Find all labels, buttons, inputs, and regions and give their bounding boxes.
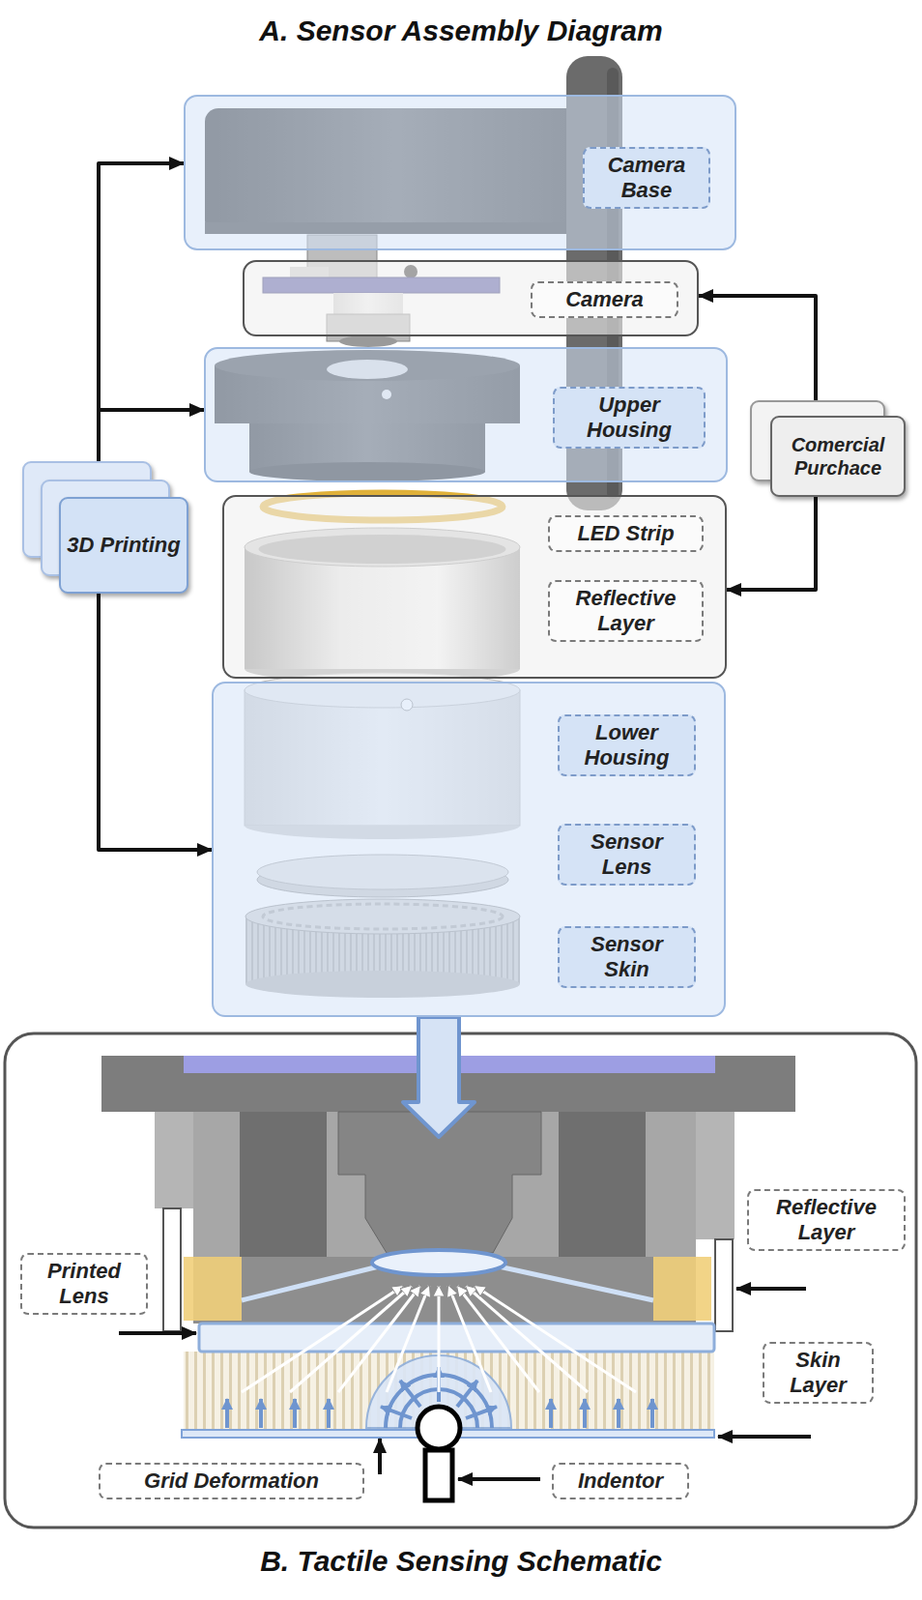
part-label: Camera — [530, 281, 679, 318]
sensor-cross-section — [239, 1111, 327, 1257]
light-path-arrows — [474, 1285, 636, 1392]
leader-arrow — [458, 1476, 541, 1481]
flow-arrow — [403, 1016, 475, 1137]
sensor-cross-section — [241, 1266, 379, 1300]
callout-text: Printed Lens — [28, 1258, 141, 1310]
leader-arrow — [118, 1330, 197, 1335]
callout-text: Skin Layer — [770, 1347, 866, 1399]
leader-arrow — [377, 1438, 382, 1474]
card-face — [770, 415, 906, 497]
light-path-arrows — [241, 1285, 636, 1392]
callout-label: Grid Deformation — [98, 1462, 365, 1499]
sensor-cross-section — [154, 1111, 194, 1209]
callout-text: Grid Deformation — [106, 1468, 357, 1494]
part-label: LED Strip — [547, 515, 704, 552]
connector-arrow — [98, 593, 212, 850]
light-path-arrows — [386, 1285, 430, 1392]
sensor-cross-section — [498, 1266, 654, 1300]
part-group: Upper Housing — [203, 346, 728, 483]
sensor-cross-section — [199, 1323, 715, 1352]
part-label: Camera Base — [582, 146, 711, 210]
deformation-field — [380, 1406, 412, 1418]
light-path-arrows — [465, 1285, 588, 1392]
card-label: Comercial Purchace — [770, 432, 906, 480]
card-label: 3D Printing — [60, 532, 186, 558]
part-group: Lower HousingSensor LensSensor Skin — [211, 681, 726, 1017]
part-label: Lower Housing — [557, 714, 696, 778]
callout-label: Indentor — [551, 1462, 690, 1499]
sensor-cross-section — [163, 1208, 181, 1331]
leader-arrow — [736, 1286, 807, 1291]
deformation-field — [548, 1398, 553, 1428]
deformation-field — [326, 1398, 331, 1428]
deformation-field — [650, 1398, 655, 1428]
part-label: Reflective Layer — [547, 579, 704, 643]
connector-arrow — [98, 163, 184, 497]
light-path-arrows — [437, 1285, 441, 1392]
part-group: LED StripReflective Layer — [222, 494, 727, 679]
deformation-field — [457, 1380, 478, 1407]
indentor-symbol — [425, 1449, 453, 1500]
camera-render — [339, 335, 398, 347]
figure-title: A. Sensor Assembly Diagram — [0, 13, 922, 49]
deformation-field — [292, 1398, 297, 1428]
callout-label: Reflective Layer — [747, 1188, 906, 1252]
callout-text: Reflective Layer — [754, 1194, 898, 1246]
part-label: Sensor Skin — [557, 925, 696, 989]
indentor-symbol — [417, 1406, 461, 1449]
sensor-cross-section — [558, 1111, 646, 1257]
sensor-cross-section — [695, 1111, 735, 1239]
indentor-symbol — [417, 1406, 461, 1500]
deformation-field — [616, 1398, 621, 1428]
sensor-cross-section — [372, 1249, 506, 1275]
part-group: Camera Base — [183, 94, 737, 251]
source-card: 3D Printing — [58, 496, 189, 594]
deformation-field — [259, 1398, 263, 1428]
deformation-field — [465, 1406, 497, 1418]
deformation-field — [582, 1398, 587, 1428]
deformation-field — [225, 1398, 230, 1428]
part-group: Camera — [242, 259, 699, 337]
figure-caption: B. Tactile Sensing Schematic — [0, 1543, 922, 1579]
sensor-cross-section — [183, 1256, 242, 1321]
part-label: Sensor Lens — [557, 823, 696, 887]
callout-label: Printed Lens — [20, 1252, 148, 1316]
sensor-cross-section — [193, 1111, 696, 1324]
deformation-field — [400, 1380, 421, 1407]
callout-text: Indentor — [559, 1468, 682, 1494]
leader-arrow — [718, 1434, 811, 1439]
callout-label: Skin Layer — [762, 1341, 874, 1405]
flow-arrow — [403, 1016, 475, 1137]
leader-arrow — [118, 1288, 811, 1479]
sensor-cross-section — [715, 1238, 733, 1331]
source-card: Comercial Purchace — [770, 415, 906, 497]
part-label: Upper Housing — [552, 386, 706, 450]
sensor-cross-section — [653, 1256, 712, 1321]
connector-arrow — [726, 496, 816, 590]
